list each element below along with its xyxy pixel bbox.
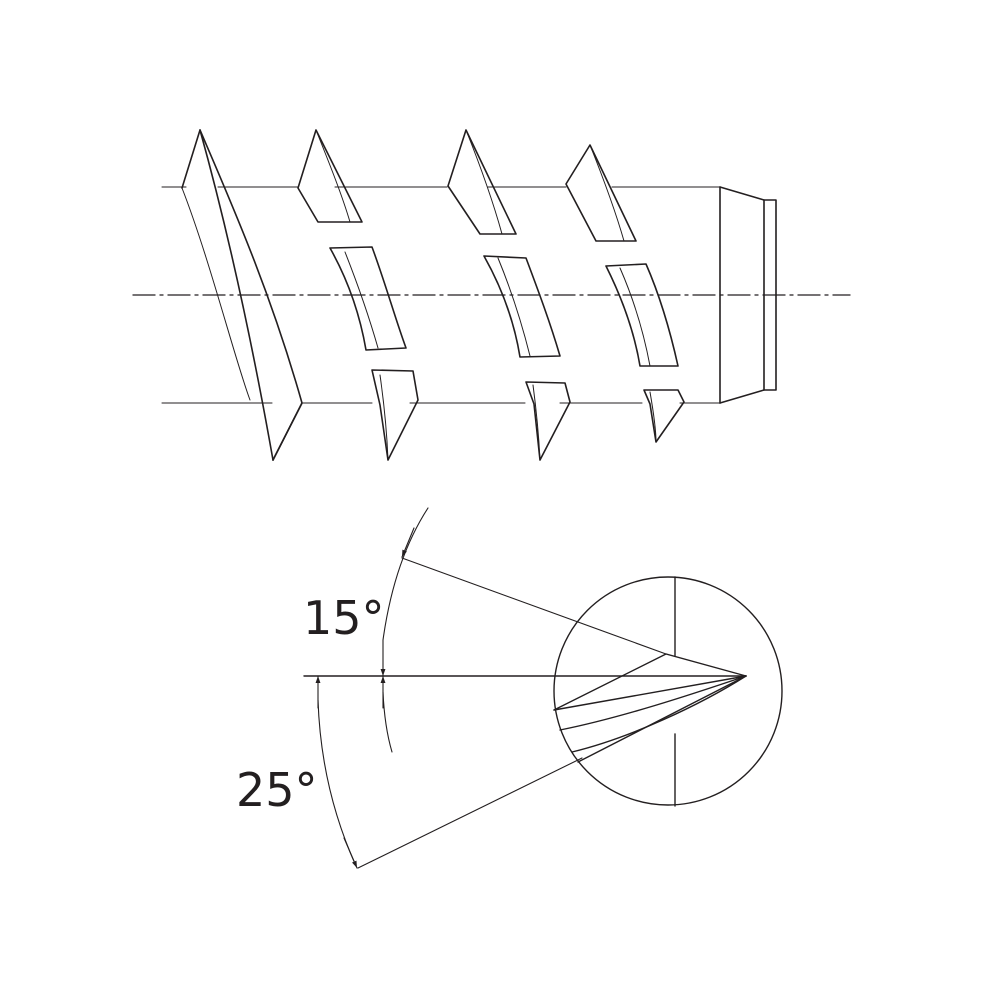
angle-detail-view — [303, 507, 783, 869]
flute-2 — [297, 129, 419, 461]
dimension-arc-lower — [317, 699, 357, 867]
angle-label-25: 25° — [236, 763, 318, 817]
dimension-arrow-15-top — [401, 527, 415, 558]
extension-line-upper — [401, 557, 667, 655]
flute-3 — [447, 129, 571, 461]
dimension-arc-upper-tail — [382, 691, 393, 753]
body-outline — [161, 186, 721, 404]
dimension-arrow-25-bottom — [343, 837, 358, 869]
dimension-arc-upper — [382, 507, 429, 641]
cutter-side-view — [132, 129, 851, 461]
angle-label-15: 15° — [303, 591, 385, 645]
flute-4 — [565, 144, 685, 443]
extension-line-lower — [357, 757, 583, 869]
magnified-tip-circle — [553, 576, 783, 807]
flute-1 — [181, 129, 303, 461]
